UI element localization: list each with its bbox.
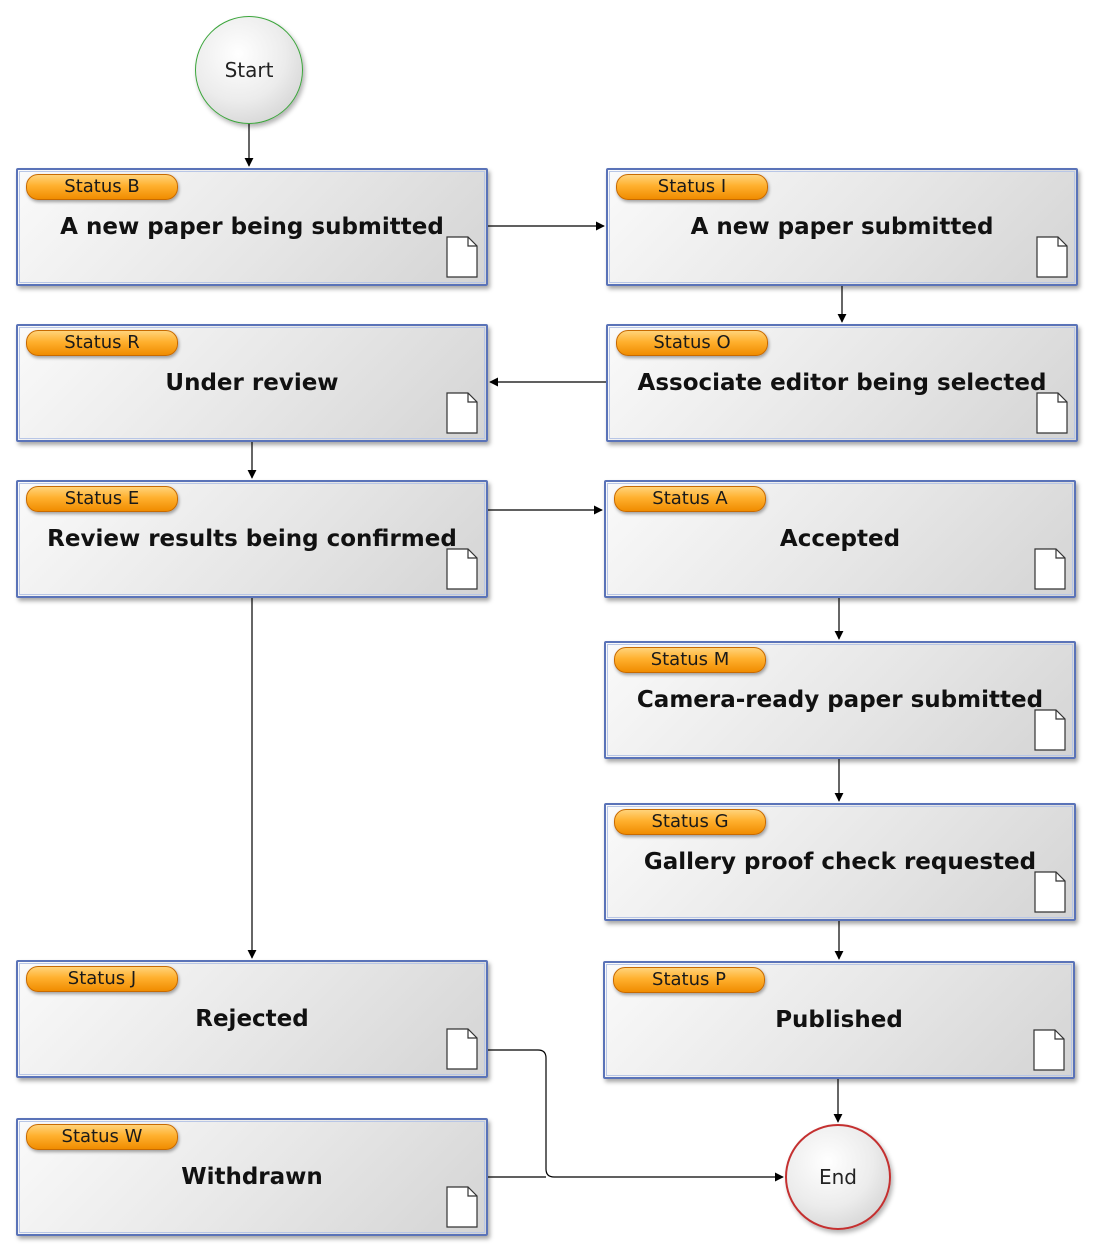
node-title: Published xyxy=(775,1007,903,1033)
status-w-node[interactable]: Status W Withdrawn xyxy=(16,1118,488,1236)
document-icon xyxy=(446,236,478,278)
status-badge: Status B xyxy=(26,174,178,200)
node-title: A new paper being submitted xyxy=(60,214,444,240)
start-label: Start xyxy=(224,58,274,82)
end-node[interactable]: End xyxy=(785,1124,891,1230)
document-icon xyxy=(446,548,478,590)
status-badge: Status R xyxy=(26,330,178,356)
status-badge: Status J xyxy=(26,966,178,992)
document-icon xyxy=(1033,1029,1065,1071)
status-o-node[interactable]: Status O Associate editor being selected xyxy=(606,324,1078,442)
document-icon xyxy=(1036,392,1068,434)
status-r-node[interactable]: Status R Under review xyxy=(16,324,488,442)
document-icon xyxy=(1034,709,1066,751)
node-title: Review results being confirmed xyxy=(47,526,457,552)
status-a-node[interactable]: Status A Accepted xyxy=(604,480,1076,598)
status-badge: Status G xyxy=(614,809,766,835)
node-title: A new paper submitted xyxy=(690,214,994,240)
edge-j-to-end xyxy=(488,1049,784,1182)
status-m-node[interactable]: Status M Camera-ready paper submitted xyxy=(604,641,1076,759)
status-badge: Status W xyxy=(26,1124,178,1150)
node-title: Under review xyxy=(165,370,339,396)
document-icon xyxy=(446,392,478,434)
status-badge: Status E xyxy=(26,486,178,512)
status-j-node[interactable]: Status J Rejected xyxy=(16,960,488,1078)
document-icon xyxy=(1034,871,1066,913)
node-title: Rejected xyxy=(195,1006,309,1032)
status-badge: Status I xyxy=(616,174,768,200)
node-title: Camera-ready paper submitted xyxy=(636,687,1044,713)
status-badge: Status P xyxy=(613,967,765,993)
document-icon xyxy=(1034,548,1066,590)
status-badge: Status O xyxy=(616,330,768,356)
document-icon xyxy=(1036,236,1068,278)
status-badge: Status A xyxy=(614,486,766,512)
status-badge: Status M xyxy=(614,647,766,673)
status-p-node[interactable]: Status P Published xyxy=(603,961,1075,1079)
status-e-node[interactable]: Status E Review results being confirmed xyxy=(16,480,488,598)
status-g-node[interactable]: Status G Gallery proof check requested xyxy=(604,803,1076,921)
node-title: Gallery proof check requested xyxy=(643,849,1037,875)
status-b-node[interactable]: Status B A new paper being submitted xyxy=(16,168,488,286)
node-title: Withdrawn xyxy=(181,1164,323,1190)
document-icon xyxy=(446,1028,478,1070)
status-i-node[interactable]: Status I A new paper submitted xyxy=(606,168,1078,286)
node-title: Associate editor being selected xyxy=(637,370,1047,396)
node-title: Accepted xyxy=(779,526,901,552)
end-label: End xyxy=(818,1165,857,1189)
document-icon xyxy=(446,1186,478,1228)
start-node[interactable]: Start xyxy=(195,16,303,124)
